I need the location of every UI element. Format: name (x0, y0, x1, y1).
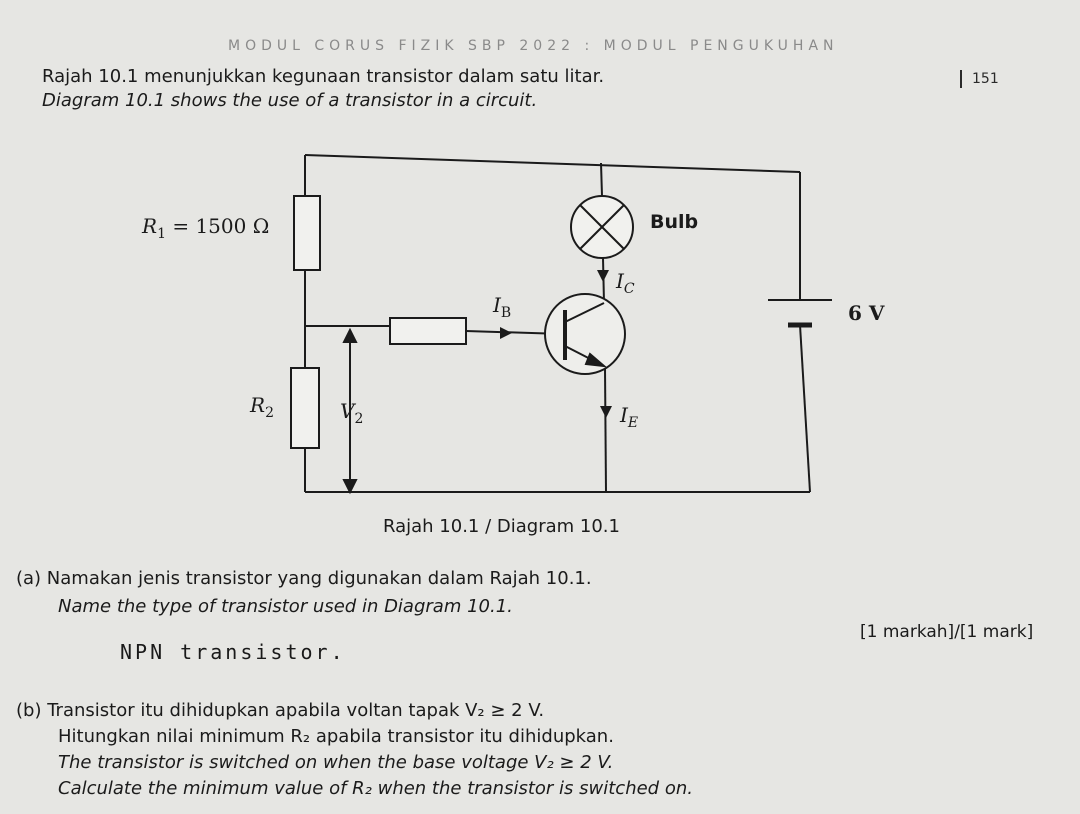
v2-label: V2 (340, 399, 363, 427)
bulb-top-wire (600, 162, 603, 197)
r2-resistor (290, 367, 320, 449)
ic-label: IC (615, 269, 635, 297)
r2-label: R2 (249, 393, 274, 421)
question-a-english: Name the type of transistor used in Diag… (58, 596, 513, 617)
ic-arrow (597, 270, 609, 282)
question-b-line4: Calculate the minimum value of R₂ when t… (58, 778, 693, 799)
ie-arrow (600, 406, 612, 418)
question-a-mark: [1 markah]/[1 mark] (860, 622, 1034, 642)
top-wire (304, 154, 801, 173)
ie-label: IE (619, 403, 638, 431)
question-a-malay: (a) Namakan jenis transistor yang diguna… (16, 568, 592, 589)
question-b-line2: Hitungkan nilai minimum R₂ apabila trans… (58, 726, 614, 747)
battery-6v (768, 299, 832, 328)
bulb-label: Bulb (650, 211, 698, 233)
question-a-answer: NPN transistor. (120, 640, 346, 664)
v2-arrow (342, 327, 358, 495)
npn-transistor (544, 293, 626, 375)
bulb (570, 195, 634, 259)
module-header: MODUL CORUS FIZIK SBP 2022 : MODUL PENGU… (228, 38, 839, 54)
battery-label: 6 V (848, 301, 885, 325)
page-number-text: 151 (972, 71, 999, 87)
base-resistor (389, 317, 467, 345)
r1-label: R1 = 1500 Ω (141, 214, 269, 242)
emitter-wire (604, 367, 607, 493)
page-number: 151 (960, 70, 999, 88)
intro-malay: Rajah 10.1 menunjukkan kegunaan transist… (42, 66, 605, 87)
diagram-caption: Rajah 10.1 / Diagram 10.1 (383, 516, 620, 537)
question-b-line3: The transistor is switched on when the b… (58, 752, 614, 773)
ib-label: IB (492, 293, 511, 321)
question-b-line1: (b) Transistor itu dihidupkan apabila vo… (16, 700, 545, 721)
right-wire-bottom (799, 324, 811, 493)
intro-english: Diagram 10.1 shows the use of a transist… (42, 90, 538, 111)
ib-arrow (500, 327, 512, 339)
r1-resistor (293, 195, 321, 271)
